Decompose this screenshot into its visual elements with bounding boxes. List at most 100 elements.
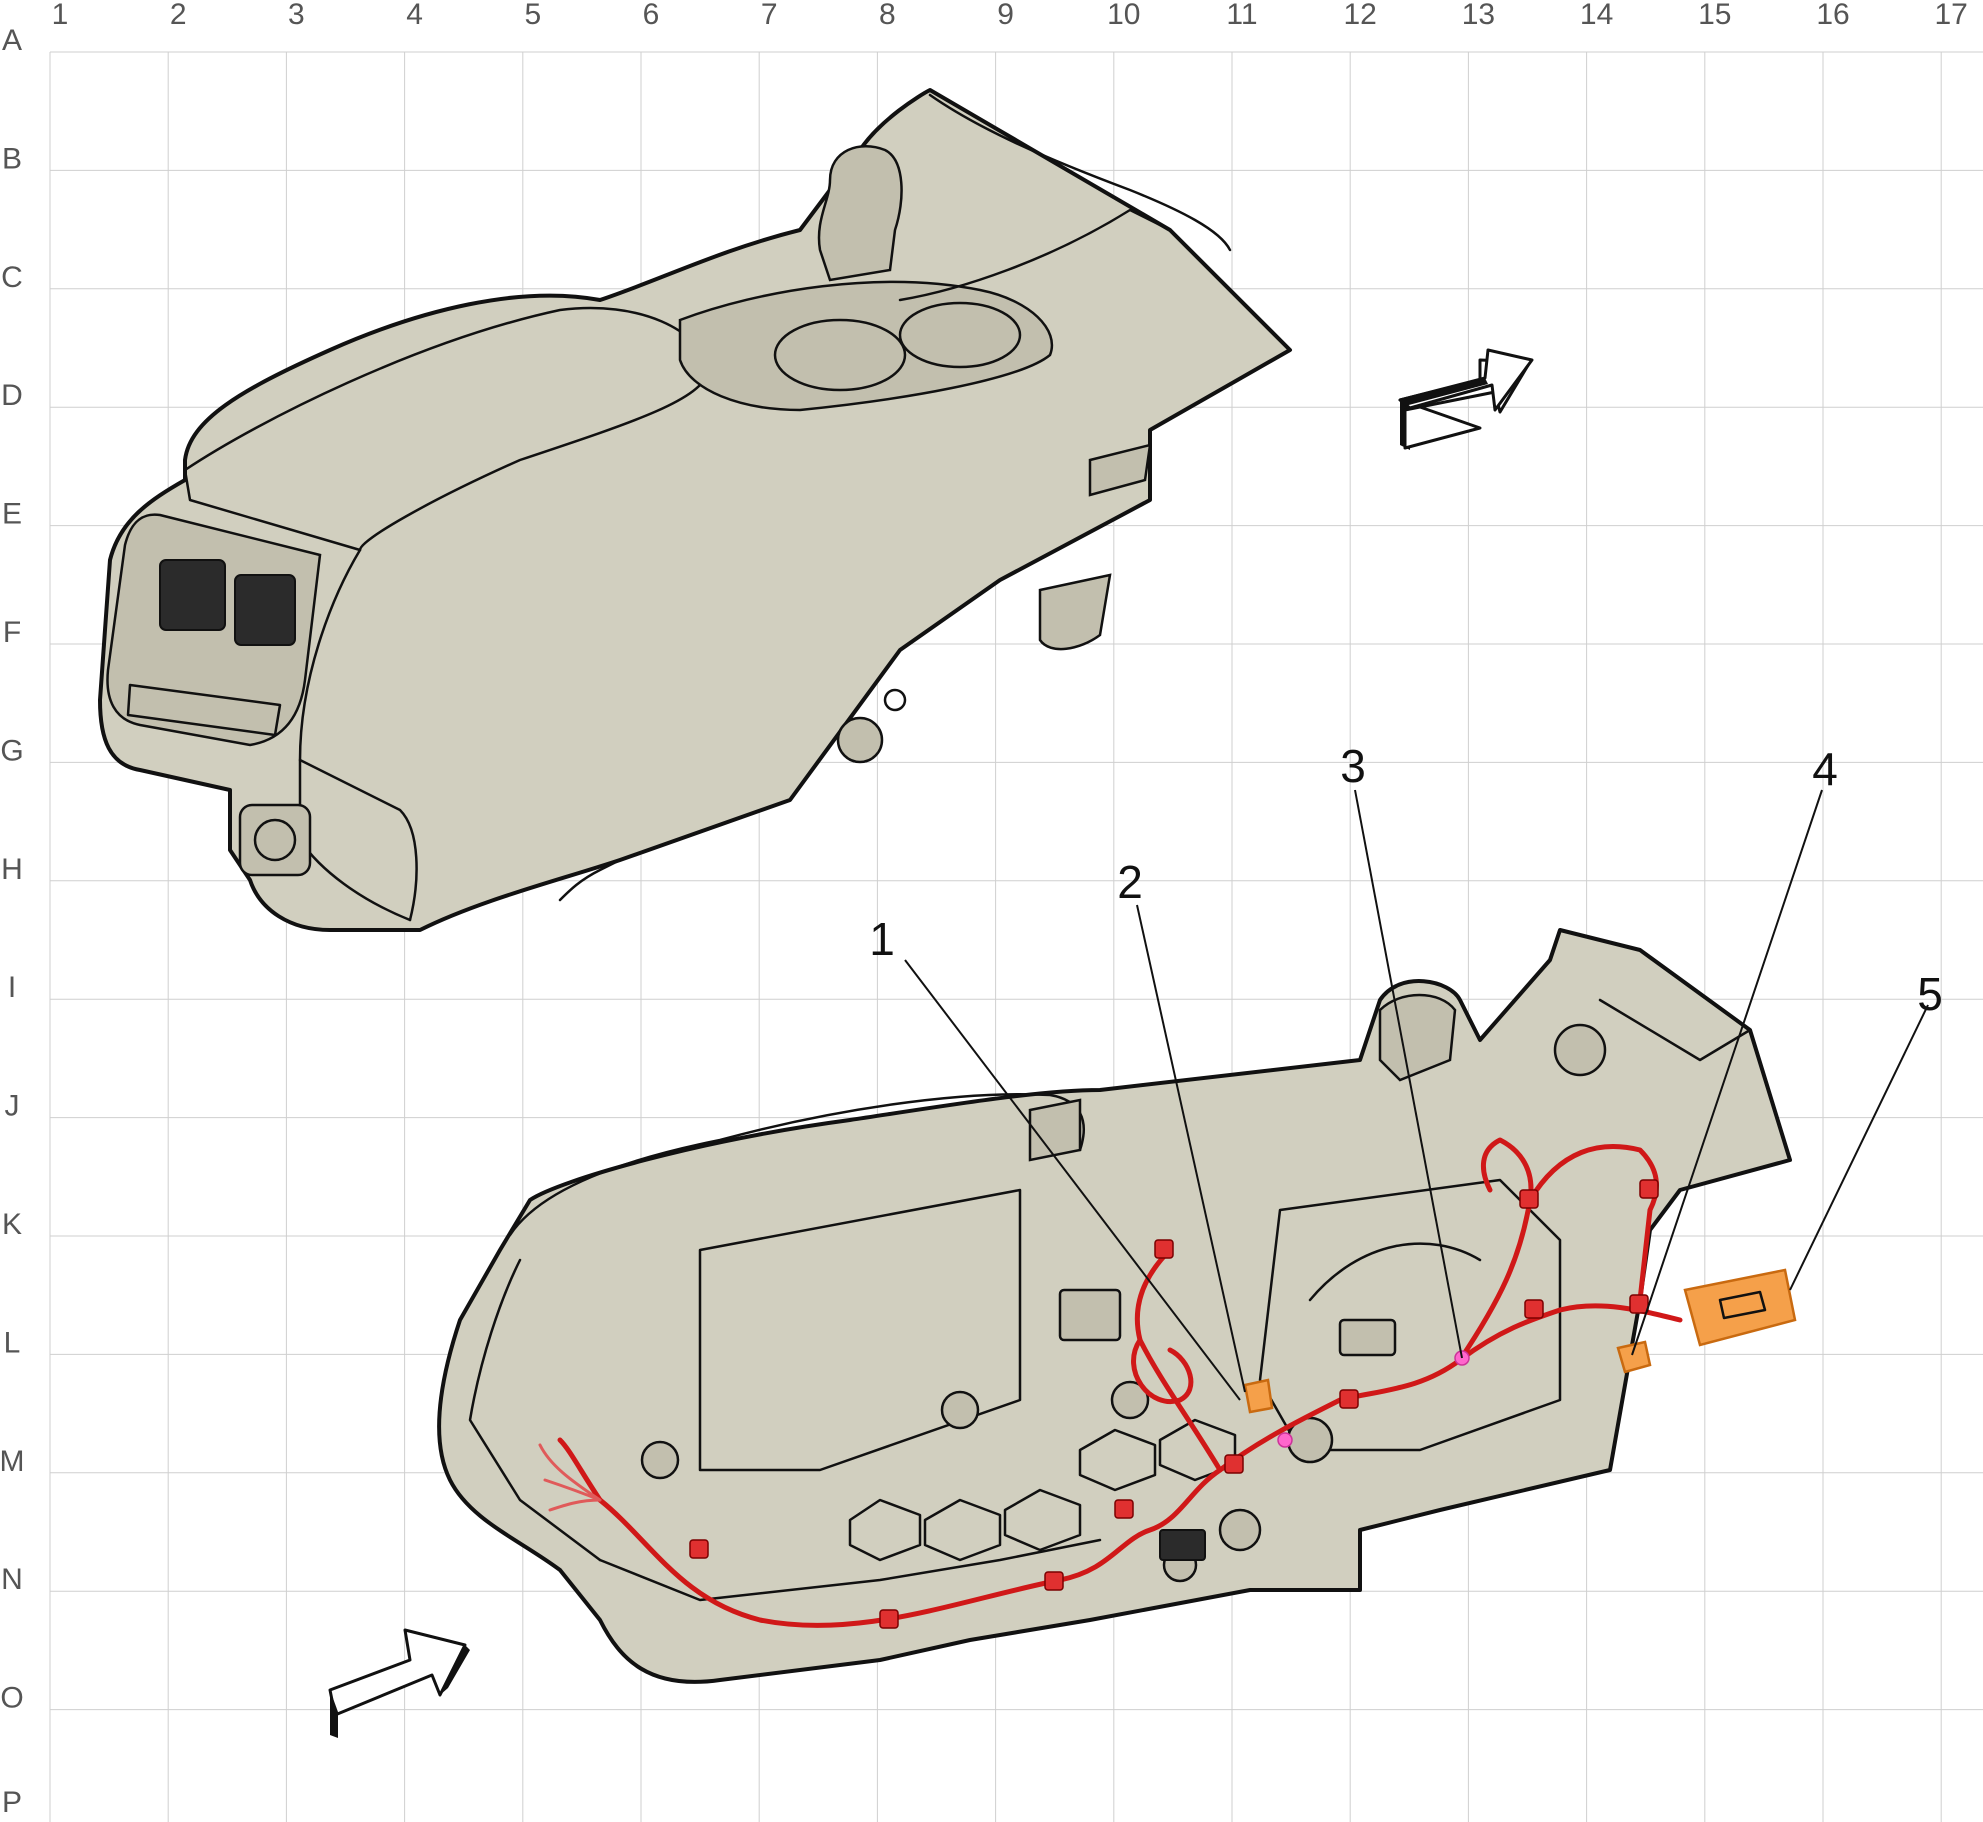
inner-wall-left: [468, 1258, 602, 1562]
harness-connector-orange-large: [1683, 1268, 1797, 1347]
rear-power-outlet-icon: [238, 803, 312, 877]
grid-column-label: 10: [1107, 0, 1140, 31]
callout-leaders: [904, 789, 1929, 1401]
side-vent-small: [1088, 443, 1152, 497]
side-screw: [883, 688, 907, 712]
harness-branch-rear: [557, 1437, 603, 1503]
grid-row-label: G: [0, 734, 23, 767]
harness-rear-leads: [538, 1443, 602, 1512]
inner-wall-lower: [598, 1538, 1102, 1602]
grid-column-label: 5: [524, 0, 541, 31]
harness-clip-4: [1224, 1454, 1244, 1474]
leader-3: [1354, 789, 1463, 1359]
harness-clip-7: [1629, 1294, 1649, 1314]
orange-connector-latch: [1718, 1290, 1767, 1320]
grid-column-label: 6: [643, 0, 660, 31]
console-lower-edge: [558, 858, 622, 902]
grid-row-label: O: [0, 1682, 23, 1715]
harness-loop-center: [1131, 1337, 1194, 1405]
cupholder-rear: [898, 301, 1022, 369]
harness-splice-marker-a: [1277, 1432, 1293, 1448]
grid-row-label: K: [2, 1208, 22, 1241]
main-harness-trunk: [597, 1303, 1683, 1628]
grid-column-label: 17: [1935, 0, 1968, 31]
shifter-base-knob: [1378, 993, 1457, 1082]
cupholder-area: [678, 280, 1054, 412]
grid-column-label: 7: [761, 0, 778, 31]
grid-row-label: J: [5, 1090, 20, 1123]
rear-air-vent-right-icon: [234, 574, 296, 646]
rear-power-outlet-socket: [253, 818, 297, 862]
leader-1: [904, 959, 1241, 1401]
grid-row-label: B: [2, 142, 22, 175]
grid-row-label: N: [1, 1563, 23, 1596]
leader-4: [1631, 789, 1823, 1356]
mount-boss-4: [940, 1390, 980, 1430]
grid-row-label: P: [2, 1786, 22, 1819]
gear-sector: [1308, 1242, 1482, 1302]
harness-clip-8: [1519, 1189, 1539, 1209]
harness-branch-shifter: [1457, 1137, 1534, 1363]
grid-column-label: 13: [1462, 0, 1495, 31]
shifter-pivot: [1553, 1023, 1607, 1077]
callout-3: 3: [1340, 740, 1366, 792]
wiring-connector-block: [1159, 1529, 1206, 1561]
grid-column-label: 14: [1580, 0, 1613, 31]
leader-2: [1136, 904, 1246, 1393]
grid-column-label: 15: [1698, 0, 1731, 31]
harness-clip-11: [689, 1539, 709, 1559]
leader-5: [1789, 1004, 1929, 1291]
harness-clip-5: [1339, 1389, 1359, 1409]
grid-column-label: 9: [997, 0, 1014, 31]
grid-column-label: 2: [170, 0, 187, 31]
direction-arrow-bottom-left-icon: [328, 1628, 470, 1738]
grid-column-label: 16: [1816, 0, 1849, 31]
side-fastener-hole: [836, 716, 884, 764]
rear-air-vent-left-icon: [159, 559, 226, 631]
harness-clip-6: [1524, 1299, 1544, 1319]
console-top-trim: [928, 93, 1232, 252]
harness-clip-3: [1114, 1499, 1134, 1519]
grid-row-label: H: [1, 853, 23, 886]
grid-column-label: 11: [1226, 0, 1257, 31]
armrest-latch: [1028, 1098, 1082, 1162]
grid-row-label: A: [2, 24, 22, 57]
harness-clip-2: [1044, 1571, 1064, 1591]
grid-row-label: L: [4, 1326, 21, 1359]
side-bracket: [1058, 1288, 1122, 1342]
grid-row-label: E: [2, 498, 22, 531]
side-switch-pocket: [1038, 573, 1112, 651]
console-assembled-view: [98, 88, 1292, 932]
mount-boss-2: [1218, 1508, 1262, 1552]
grid-row-label: M: [0, 1445, 25, 1478]
gear-shift-knob: [817, 145, 903, 282]
harness-connector-orange-small: [1243, 1378, 1274, 1414]
harness-clip-1: [879, 1609, 899, 1629]
grid-column-label: 3: [288, 0, 305, 31]
rear-panel-edge: [298, 758, 418, 922]
grid-row-label: C: [1, 261, 23, 294]
grid-row-label: I: [8, 971, 16, 1004]
shifter-indicator: [1338, 1318, 1397, 1357]
grid-column-label: 12: [1344, 0, 1377, 31]
harness-clip-9: [1639, 1179, 1659, 1199]
grid-column-label: 4: [406, 0, 423, 31]
direction-arrow-top-right-icon: [1398, 348, 1534, 450]
grid-column-label: 1: [52, 0, 69, 31]
console-harness-view: [437, 928, 1797, 1684]
mount-boss-5: [640, 1440, 680, 1480]
rear-storage-tray: [126, 683, 282, 737]
callout-1: 1: [869, 913, 895, 965]
callout-2: 2: [1117, 856, 1143, 908]
callout-5: 5: [1917, 968, 1943, 1020]
callout-4: 4: [1812, 743, 1838, 795]
grid-column-label: 8: [879, 0, 896, 31]
cupholder-front: [773, 318, 907, 392]
storage-bin-opening: [698, 1188, 1022, 1472]
honeycomb-ribs: [848, 1418, 1237, 1562]
grid-row-label: F: [3, 616, 21, 649]
mount-boss-3: [1110, 1380, 1150, 1420]
